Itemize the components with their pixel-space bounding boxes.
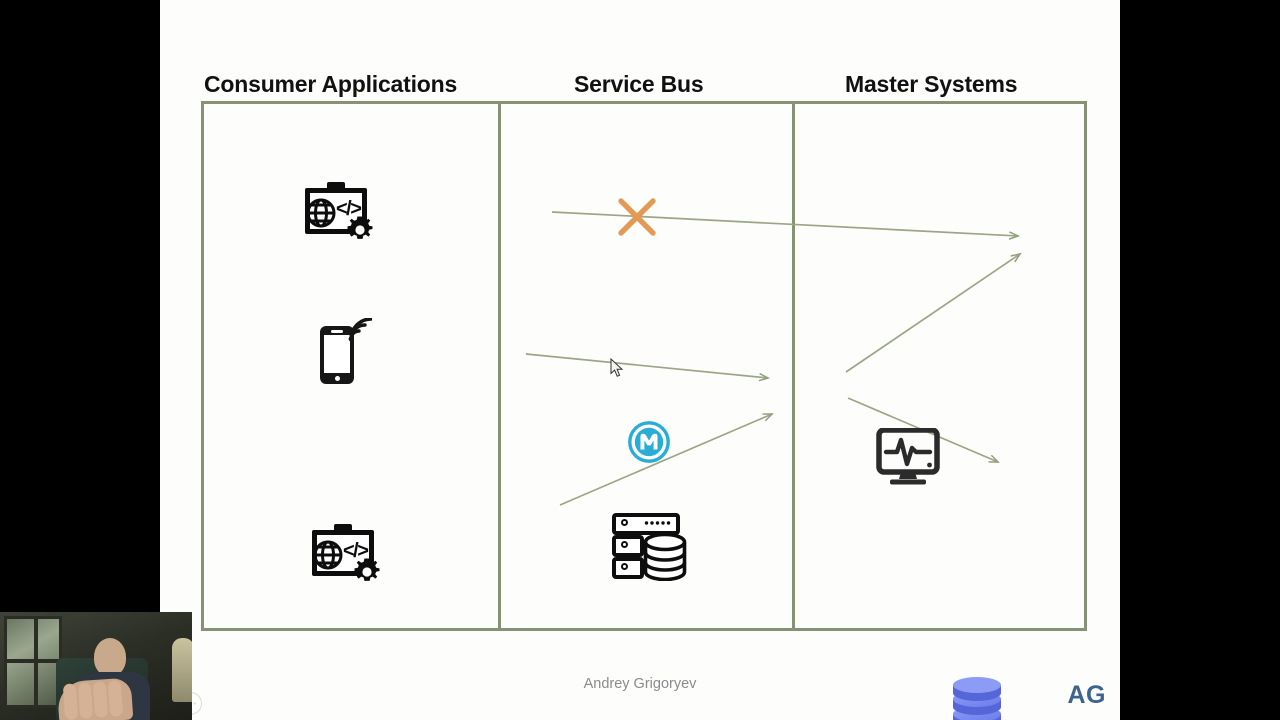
link-webapp-bottom-to-bus	[559, 414, 772, 506]
database-stack-icon[interactable]	[950, 674, 1004, 720]
server-led-3	[621, 563, 628, 570]
server-unit-3	[612, 557, 644, 579]
mouse-cursor	[610, 358, 624, 377]
phone-speaker	[331, 330, 343, 333]
link-bus-to-monitoring	[845, 254, 1020, 373]
server-indicator-dots	[644, 521, 671, 525]
webcam-lamp	[172, 638, 192, 702]
window-tab	[334, 524, 352, 532]
gear-icon	[354, 558, 380, 581]
server-led-1	[621, 519, 628, 526]
wireless-signal-icon	[348, 318, 372, 342]
finger	[92, 681, 109, 719]
globe-icon	[314, 540, 343, 570]
connector-layer	[525, 211, 1120, 506]
author-initials-logo: AG	[1067, 681, 1106, 709]
window-tab	[327, 182, 345, 190]
footer-author: Andrey Grigoryev	[583, 676, 697, 692]
finger	[62, 683, 79, 720]
column-divider-2	[792, 104, 795, 628]
column-divider-1	[498, 104, 501, 628]
web-service-api-icon-top[interactable]: </>	[305, 182, 375, 246]
globe-icon	[307, 198, 336, 228]
link-mobile-to-bus	[525, 353, 768, 378]
database-cylinder-icon	[643, 533, 687, 581]
webcam-presenter-hand	[56, 677, 134, 720]
column-title-master-systems: Master Systems	[845, 71, 1018, 97]
finger	[107, 680, 124, 717]
window-mullion-horizontal	[7, 659, 59, 663]
gear-icon	[347, 216, 373, 239]
presenter-webcam-feed[interactable]	[0, 612, 192, 720]
server-database-icon[interactable]	[612, 513, 687, 581]
code-tag-glyph: </>	[343, 540, 369, 562]
webcam-presenter-head	[94, 638, 126, 676]
link-webapp-top-to-monitoring	[551, 211, 1018, 236]
phone-screen	[324, 335, 350, 373]
server-unit-2	[612, 535, 644, 557]
code-tag-glyph: </>	[336, 198, 362, 220]
presentation-slide: Consumer Applications Service Bus Master…	[160, 0, 1120, 720]
column-title-consumer: Consumer Applications	[204, 71, 458, 97]
monitor-pulse-icon[interactable]	[876, 427, 940, 486]
finger	[77, 682, 94, 720]
mobile-phone-wireless-icon[interactable]	[320, 318, 376, 388]
mulesoft-logo-icon[interactable]	[628, 421, 670, 463]
server-led-2	[621, 541, 628, 548]
webcam-window	[4, 616, 62, 708]
phone-body	[320, 326, 354, 384]
phone-home-button	[335, 376, 340, 381]
column-title-service-bus: Service Bus	[574, 71, 704, 97]
web-service-api-icon-bottom[interactable]: </>	[312, 524, 382, 588]
x-cross-icon	[618, 198, 656, 236]
